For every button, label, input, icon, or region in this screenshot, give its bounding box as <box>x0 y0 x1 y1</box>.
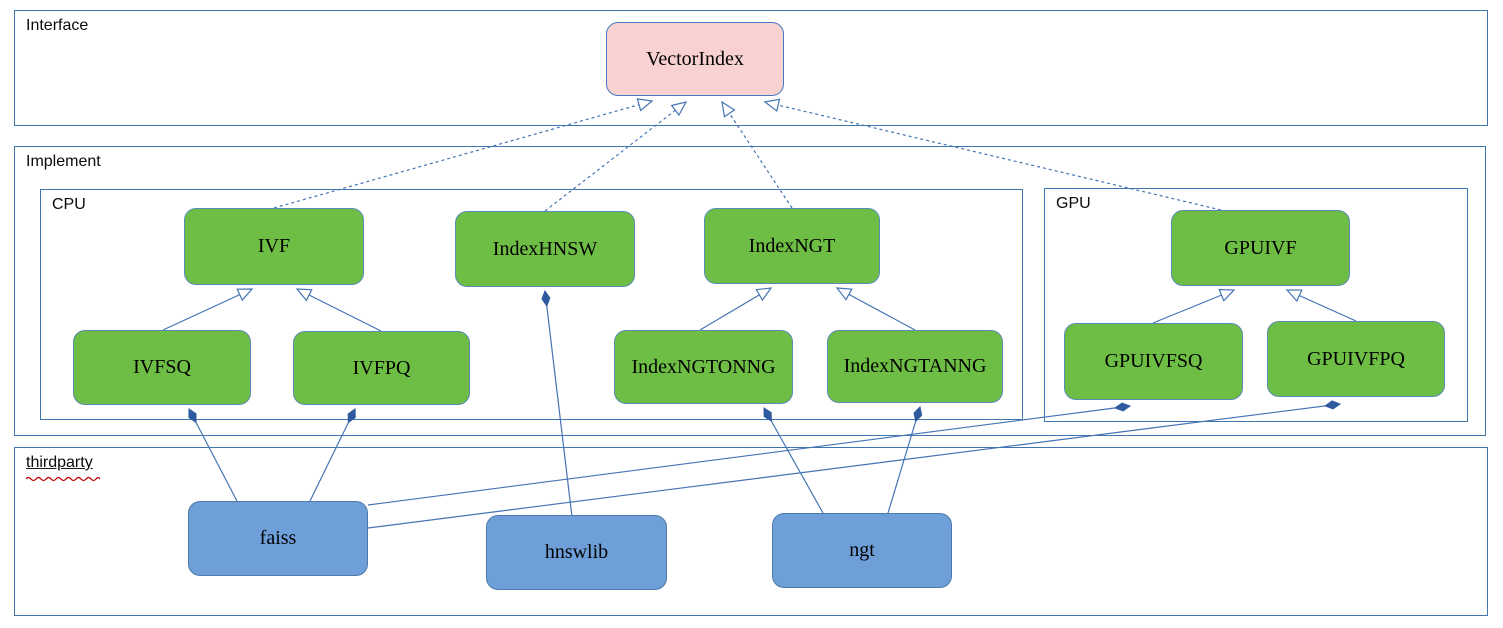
gpu-container-label: GPU <box>1056 195 1091 212</box>
node-gpuivf[interactable]: GPUIVF <box>1171 210 1350 286</box>
node-gpuivfsq[interactable]: GPUIVFSQ <box>1064 323 1243 400</box>
node-indexhnsw[interactable]: IndexHNSW <box>455 211 635 287</box>
implement-container-label: Implement <box>26 153 101 170</box>
node-indexngtanng-label: IndexNGTANNG <box>843 355 987 377</box>
node-indexngtonng[interactable]: IndexNGTONNG <box>614 330 793 404</box>
node-ivfpq-label: IVFPQ <box>352 356 411 379</box>
node-ivfsq-label: IVFSQ <box>133 356 191 378</box>
interface-container-label: Interface <box>26 17 89 34</box>
node-gpuivfpq-label: GPUIVFPQ <box>1307 347 1405 370</box>
node-hnswlib[interactable]: hnswlib <box>486 515 667 590</box>
node-ivfpq[interactable]: IVFPQ <box>293 331 470 405</box>
node-ngt[interactable]: ngt <box>772 513 952 588</box>
node-hnswlib-label: hnswlib <box>544 541 609 563</box>
cpu-container-label: CPU <box>52 196 86 213</box>
node-indexngtanng[interactable]: IndexNGTANNG <box>827 330 1003 403</box>
node-indexngtonng-label: IndexNGTONNG <box>631 355 776 378</box>
node-gpuivf-label: GPUIVF <box>1224 236 1297 259</box>
node-faiss[interactable]: faiss <box>188 501 368 576</box>
node-ivfsq[interactable]: IVFSQ <box>73 330 251 405</box>
node-ivf[interactable]: IVF <box>184 208 364 285</box>
node-ngt-label: ngt <box>849 539 875 561</box>
spellcheck-squiggle-icon <box>26 476 100 482</box>
node-indexngt[interactable]: IndexNGT <box>704 208 880 284</box>
node-ivf-label: IVF <box>257 235 291 257</box>
node-indexngt-label: IndexNGT <box>748 234 836 257</box>
node-faiss-label: faiss <box>259 527 297 549</box>
node-indexhnsw-label: IndexHNSW <box>492 237 598 260</box>
node-vectorindex[interactable]: VectorIndex <box>606 22 784 96</box>
node-gpuivfpq[interactable]: GPUIVFPQ <box>1267 321 1445 397</box>
thirdparty-container-label: thirdparty <box>26 454 93 471</box>
node-gpuivfsq-label: GPUIVFSQ <box>1104 350 1203 372</box>
node-vectorindex-label: VectorIndex <box>646 47 744 70</box>
